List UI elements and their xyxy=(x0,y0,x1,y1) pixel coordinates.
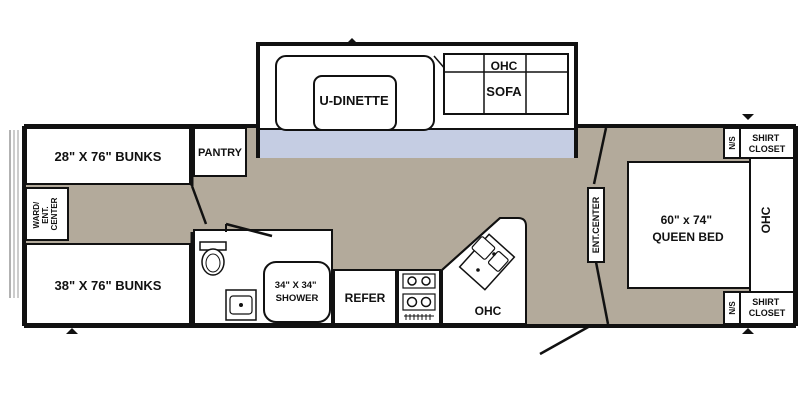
axle-marker-icon xyxy=(742,114,754,120)
refrigerator xyxy=(333,269,397,325)
counter-edge xyxy=(441,217,501,271)
svg-text:WARD/ ENT. CENTER: WARD/ ENT. CENTER xyxy=(32,197,59,230)
bathroom-door xyxy=(225,222,273,238)
slideout-floor xyxy=(258,130,576,158)
bedroom-wall-bottom xyxy=(594,261,610,325)
wardrobe-label-line: CENTER xyxy=(50,197,59,230)
kitchen-ohc-label: OHC xyxy=(475,304,502,318)
sofa xyxy=(443,53,569,115)
shower-label-line: 34" X 34" xyxy=(275,280,317,291)
nightstand-top-label: N/S xyxy=(728,136,737,150)
shirt-closet-bottom-label: SHIRT CLOSET xyxy=(749,297,786,318)
bathroom-sink-icon xyxy=(225,289,257,321)
wardrobe-label-line: ENT. xyxy=(41,206,50,223)
pantry-label: PANTRY xyxy=(198,147,243,159)
dinette-label: U-DINETTE xyxy=(319,93,389,108)
bedroom-ohc-label: OHC xyxy=(759,206,773,233)
bunk-top-label: 28" X 76" BUNKS xyxy=(55,149,162,164)
sofa-ohc-label: OHC xyxy=(491,59,518,73)
shirt-closet-top-label-line: SHIRT xyxy=(752,133,780,143)
shirt-closet-top-label: SHIRT CLOSET xyxy=(749,133,786,154)
queen-bed xyxy=(627,161,751,289)
queen-bed-label-line: 60" x 74" xyxy=(661,213,712,227)
kitchen-sink-icon xyxy=(458,233,516,291)
stove-icon xyxy=(397,269,441,325)
bunk-bottom xyxy=(25,243,191,325)
axle-marker-icon xyxy=(66,328,78,334)
nightstand-bottom-label: N/S xyxy=(728,301,737,315)
shower xyxy=(263,261,331,323)
shirt-closet-bottom-label-line: CLOSET xyxy=(749,308,786,318)
shirt-closet-top xyxy=(739,127,795,159)
ent-center-label: ENT.CENTER xyxy=(591,196,601,253)
toilet-icon xyxy=(199,241,227,276)
dinette-table xyxy=(313,75,397,131)
entry-door xyxy=(539,324,591,356)
shirt-closet-bottom xyxy=(739,291,795,325)
ent-center xyxy=(587,187,605,263)
pantry xyxy=(193,127,247,177)
slideout-marker-icon xyxy=(346,38,358,44)
shirt-closet-bottom-label-line: SHIRT xyxy=(752,297,780,307)
bunk-room-door xyxy=(190,185,208,225)
shower-label-line: SHOWER xyxy=(276,293,319,304)
sofa-label: SOFA xyxy=(486,84,522,99)
bunk-top xyxy=(25,127,191,185)
wardrobe-label: WARD/ ENT. CENTER xyxy=(32,197,59,230)
bunk-bottom-label: 38" X 76" BUNKS xyxy=(55,278,162,293)
wardrobe xyxy=(25,187,69,241)
bedroom-wall-top xyxy=(592,127,608,185)
shower-label: 34" X 34" SHOWER xyxy=(275,280,319,304)
refer-label: REFER xyxy=(345,291,386,305)
queen-bed-label-line: QUEEN BED xyxy=(652,230,724,244)
queen-bed-label: 60" x 74" QUEEN BED xyxy=(652,213,724,244)
wardrobe-label-line: WARD/ xyxy=(32,201,41,228)
shirt-closet-top-label-line: CLOSET xyxy=(749,144,786,154)
axle-marker-icon xyxy=(742,328,754,334)
